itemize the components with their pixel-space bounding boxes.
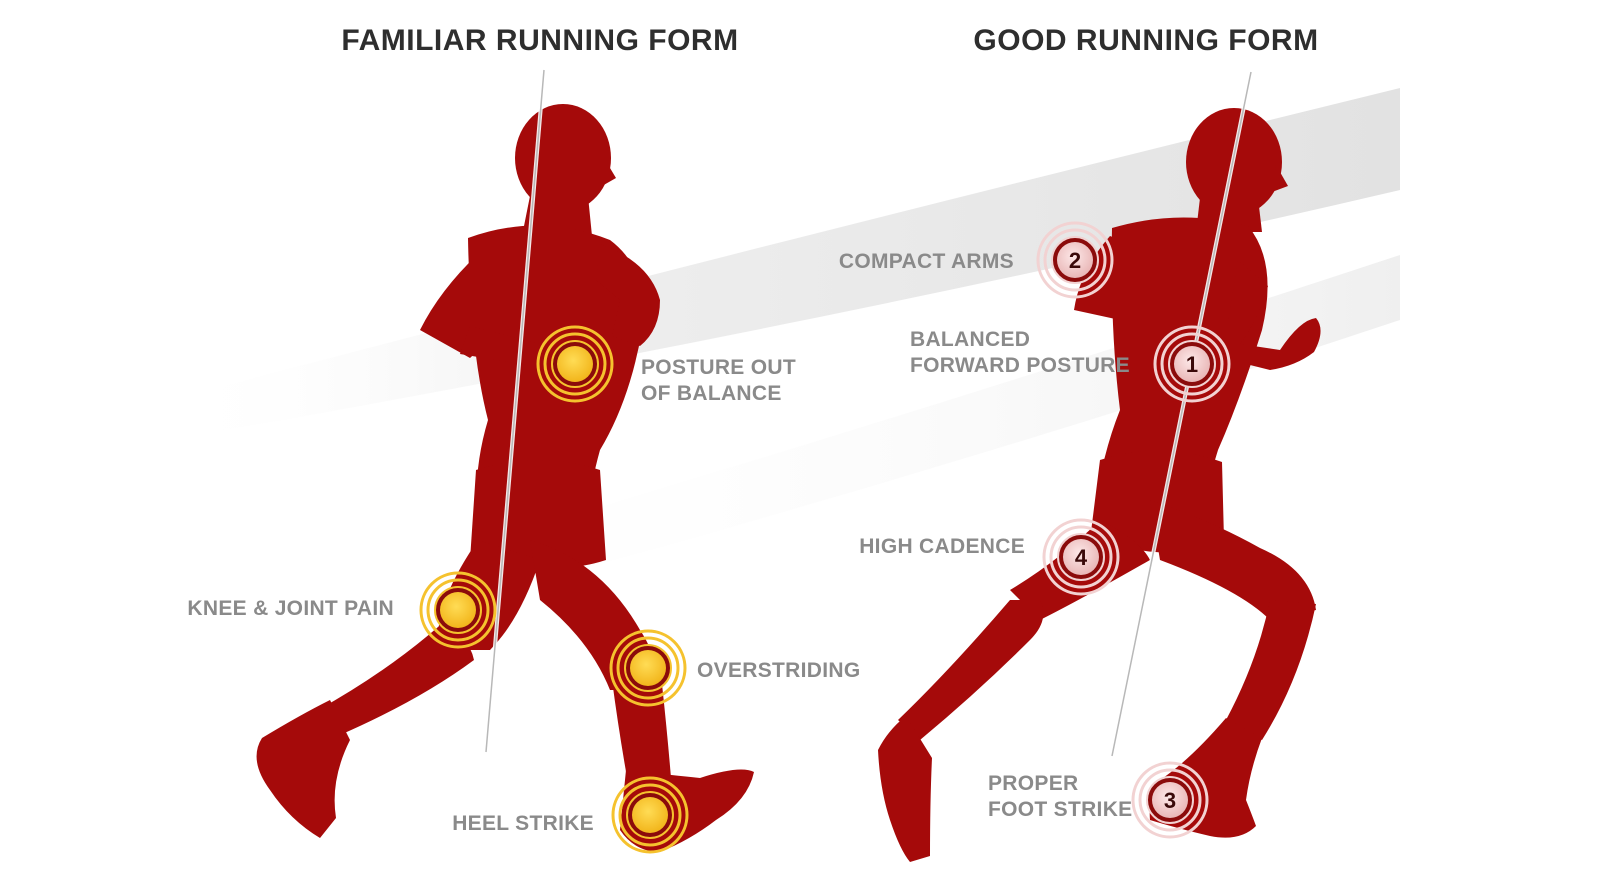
label-balanced-forward-posture-line2: FORWARD POSTURE <box>910 354 1130 377</box>
label-posture-out-of-balance-line2: OF BALANCE <box>641 382 782 405</box>
foot-strike-marker: 3 <box>1131 761 1209 839</box>
familiar-runner-silhouette <box>256 104 754 852</box>
label-heel-strike: HEEL STRIKE <box>452 812 594 835</box>
heel-strike-marker <box>611 776 689 854</box>
overstriding-marker <box>609 629 687 707</box>
label-proper-foot-strike-line1: PROPER <box>988 772 1079 795</box>
label-balanced-forward-posture-line1: BALANCED <box>910 328 1030 351</box>
label-proper-foot-strike-line2: FOOT STRIKE <box>988 798 1132 821</box>
label-high-cadence: HIGH CADENCE <box>859 535 1025 558</box>
title-good-running-form: GOOD RUNNING FORM <box>973 24 1318 57</box>
label-knee-joint-pain: KNEE & JOINT PAIN <box>187 597 394 620</box>
label-overstriding: OVERSTRIDING <box>697 659 860 682</box>
marker-number-1: 1 <box>1186 352 1198 377</box>
compact-arms-marker: 2 <box>1036 221 1114 299</box>
label-posture-out-of-balance-line1: POSTURE OUT <box>641 356 796 379</box>
marker-number-2: 2 <box>1069 248 1081 273</box>
knee-marker <box>419 571 497 649</box>
high-cadence-marker: 4 <box>1042 518 1120 596</box>
marker-number-3: 3 <box>1164 788 1176 813</box>
posture-marker <box>536 325 614 403</box>
title-familiar-running-form: FAMILIAR RUNNING FORM <box>341 24 738 57</box>
marker-number-4: 4 <box>1075 545 1088 570</box>
balanced-posture-marker: 1 <box>1153 325 1231 403</box>
label-compact-arms: COMPACT ARMS <box>839 250 1014 273</box>
